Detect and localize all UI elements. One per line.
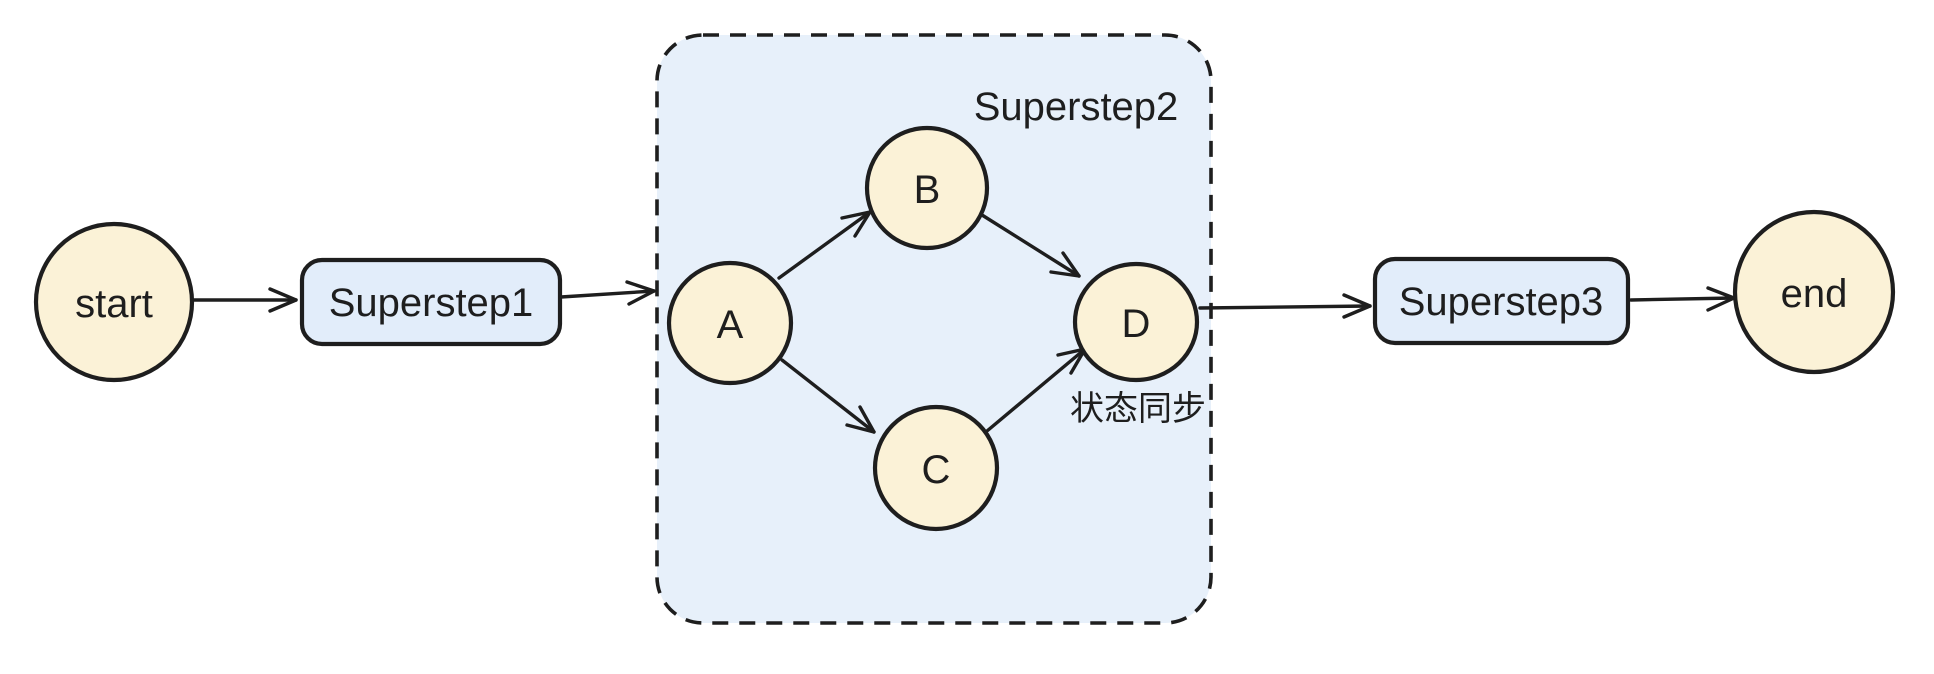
- node-superstep1: Superstep1: [299, 257, 563, 347]
- edge-superstep1-superstep2: [559, 280, 656, 306]
- arrowhead-icon: [845, 405, 876, 434]
- node-b-label: B: [914, 168, 941, 212]
- edge-shaft: [1198, 304, 1372, 310]
- superstep2-container: Superstep2: [655, 33, 1213, 625]
- edge-shaft: [777, 210, 872, 280]
- superstep2-container-box: [655, 33, 1213, 625]
- start-node-label: start: [75, 282, 153, 326]
- node-d-annotation: 状态同步: [1070, 390, 1206, 428]
- arrowhead-icon: [625, 280, 656, 306]
- edge-superstep2-superstep3: [1198, 293, 1372, 319]
- edge-start-superstep1: [192, 287, 298, 313]
- superstep1-box: [299, 257, 563, 347]
- superstep3-label: Superstep3: [1399, 280, 1604, 324]
- edge-shaft: [780, 358, 876, 434]
- edge-shaft: [980, 213, 1081, 278]
- node-start: start: [33, 221, 195, 383]
- arrowhead-icon: [268, 287, 298, 313]
- node-superstep3: Superstep3: [1372, 256, 1631, 346]
- node-c-label: C: [922, 448, 951, 492]
- node-d-circle: [1072, 261, 1200, 383]
- node-a-circle: [666, 260, 794, 386]
- edge-b-d: [980, 213, 1081, 278]
- node-end: end: [1732, 209, 1896, 375]
- node-c-circle: [872, 404, 1000, 532]
- node-a: A: [666, 260, 794, 386]
- node-d: D 状态同步: [1070, 261, 1206, 428]
- node-a-label: A: [717, 303, 744, 347]
- superstep2-label: Superstep2: [974, 85, 1179, 129]
- edge-a-c: [780, 358, 876, 434]
- edge-shaft: [985, 347, 1087, 433]
- superstep3-box: [1372, 256, 1631, 346]
- edge-superstep3-end: [1629, 286, 1736, 312]
- arrowhead-icon: [1049, 251, 1081, 278]
- start-node-circle: [33, 221, 195, 383]
- edge-shaft: [1629, 296, 1736, 302]
- node-c: C: [872, 404, 1000, 532]
- edge-shaft: [559, 289, 656, 299]
- node-b: B: [864, 125, 990, 251]
- arrowhead-icon: [1342, 293, 1372, 319]
- end-node-label: end: [1781, 272, 1848, 316]
- node-d-label: D: [1122, 302, 1151, 346]
- node-b-circle: [864, 125, 990, 251]
- end-node-circle: [1732, 209, 1896, 375]
- superstep1-label: Superstep1: [329, 281, 534, 325]
